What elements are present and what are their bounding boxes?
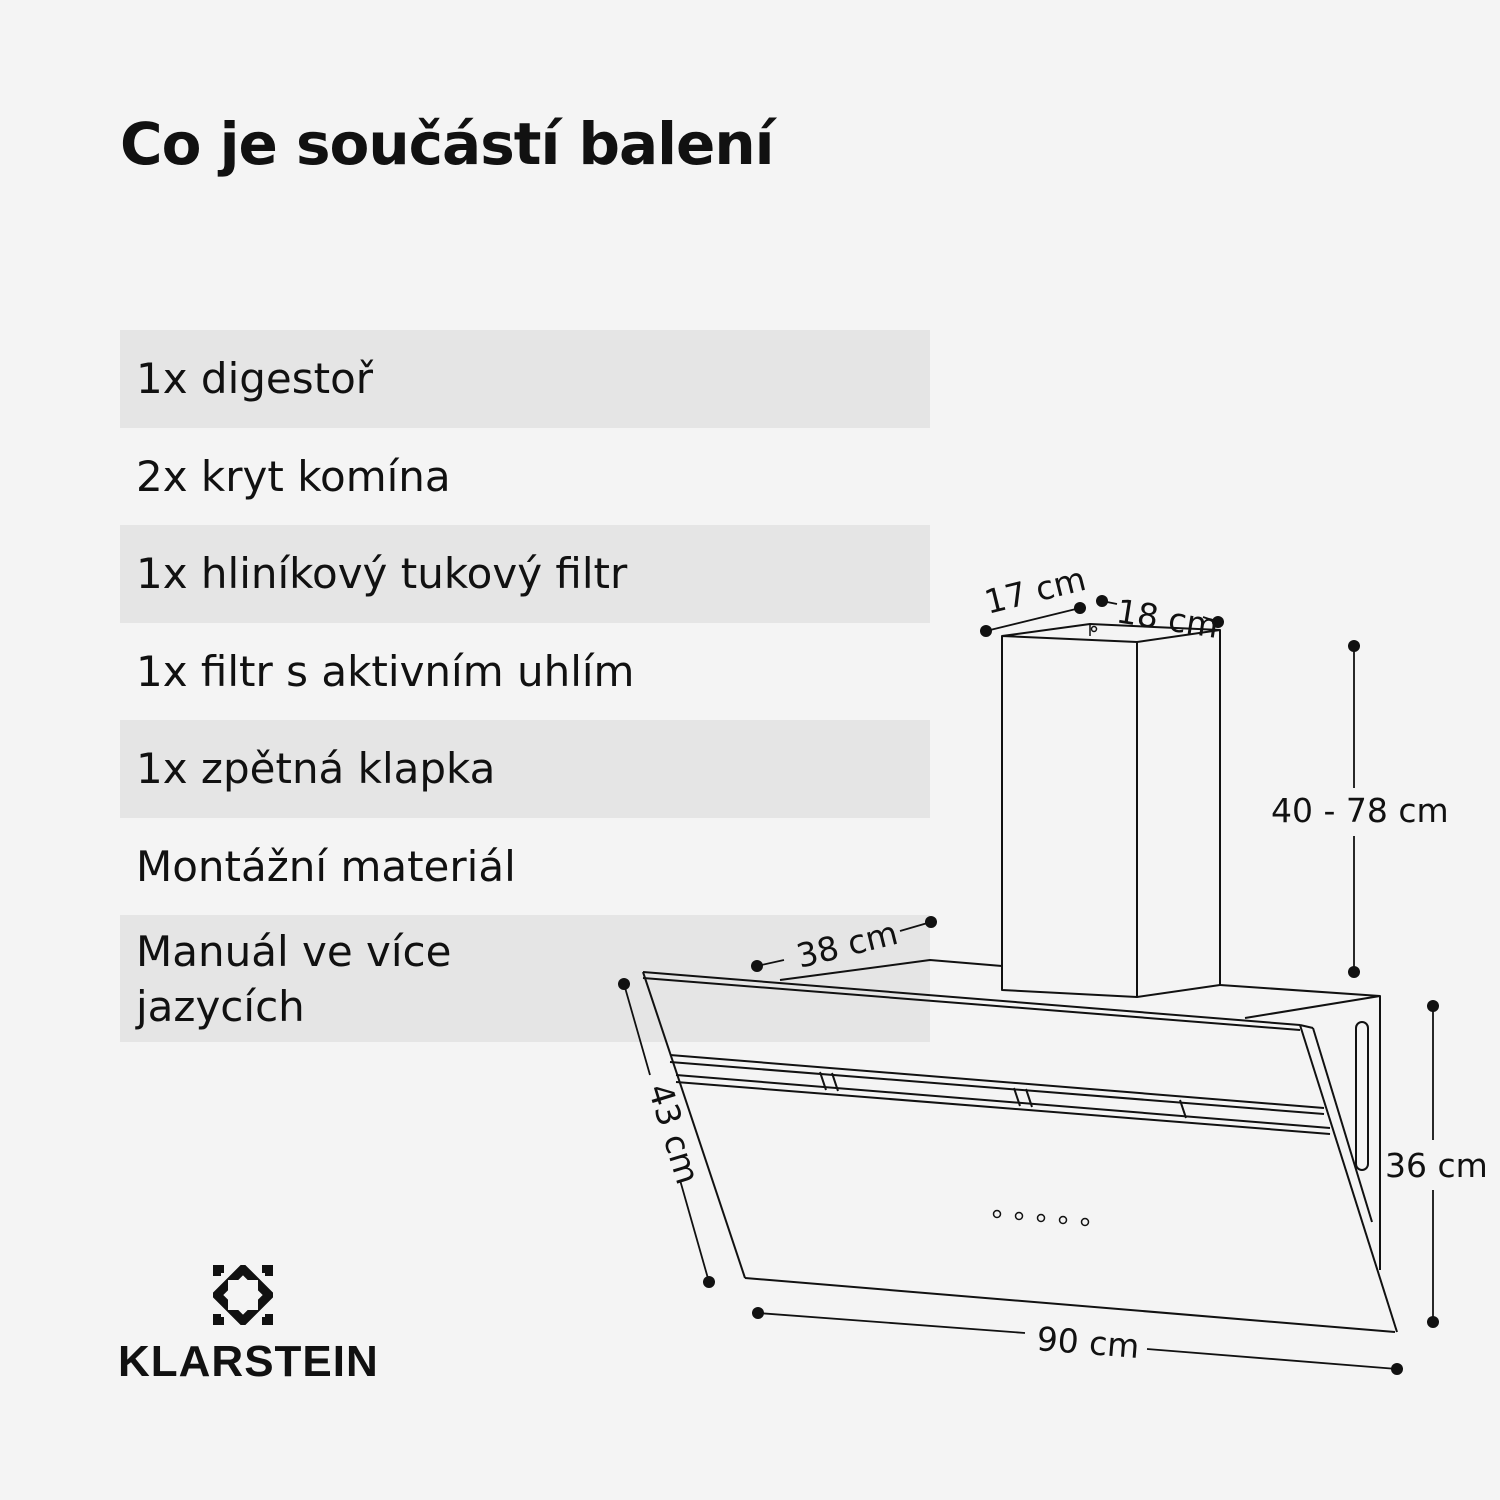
list-item: 1x filtr s aktivním uhlím <box>120 623 930 721</box>
list-item-label: 1x digestoř <box>136 354 374 404</box>
list-item: 1x hliníkový tukový filtr <box>120 525 930 623</box>
list-item-label: 1x filtr s aktivním uhlím <box>136 646 635 696</box>
package-contents-list: 1x digestoř 2x kryt komína 1x hliníkový … <box>120 330 930 1042</box>
hood-drawing <box>642 959 1398 1333</box>
list-item: 2x kryt komína <box>120 428 930 526</box>
brand-name: KLARSTEIN <box>118 1337 379 1386</box>
list-item: 1x digestoř <box>120 330 930 428</box>
klarstein-logo-icon <box>213 1265 273 1325</box>
chimney-drawing <box>1001 623 1221 998</box>
list-item-label: Montážní materiál <box>136 841 516 891</box>
chimney-height-label: 40 - 78 cm <box>1271 791 1449 830</box>
chimney-width-label: 18 cm <box>1114 591 1222 646</box>
list-item-label: 2x kryt komína <box>136 451 451 501</box>
list-item: Montážní materiál <box>120 818 930 916</box>
hood-width-label: 90 cm <box>1035 1319 1141 1366</box>
list-item: 1x zpětná klapka <box>120 720 930 818</box>
list-item-label: 1x hliníkový tukový filtr <box>136 549 628 599</box>
list-item-label: Manuál ve více jazycích <box>136 926 452 1031</box>
chimney-depth-label: 17 cm <box>981 559 1090 622</box>
list-item-label: 1x zpětná klapka <box>136 744 496 794</box>
hood-height-label: 36 cm <box>1385 1146 1488 1185</box>
page-title: Co je součástí balení <box>120 110 775 178</box>
